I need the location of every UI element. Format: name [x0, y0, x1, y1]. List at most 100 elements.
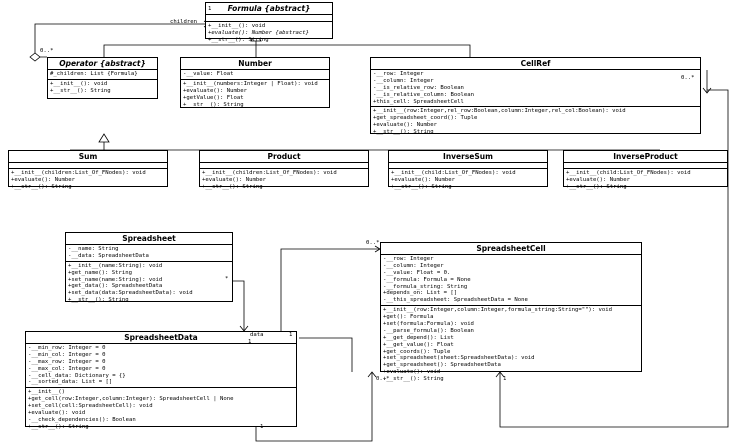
class-inverseproduct-attributes	[564, 163, 727, 169]
method: +__init__(child:List_Of_FNodes): void	[391, 170, 516, 176]
method: +__init__(children:List_Of_FNodes): void	[11, 170, 146, 176]
method: +evaluate(): Number	[566, 176, 630, 183]
children-association-line	[34, 23, 209, 58]
class-inversesum-methods: +__init__(child:List_Of_FNodes): void +e…	[389, 169, 547, 192]
attribute: -__sorted_data: List = []	[28, 379, 113, 386]
class-sum-attributes	[9, 163, 167, 169]
method: +evaluate(): Number	[202, 176, 266, 183]
method: +get_coords(): Tuple	[383, 348, 451, 355]
method: +__init__(numbers:Integer | Float): void	[183, 80, 318, 87]
attribute: +depends_on: List = []	[383, 290, 458, 297]
cell-multiplicity-one-b: 1	[503, 376, 507, 382]
class-cellref-attributes: -__row: Integer -__column: Integer -__is…	[371, 70, 700, 108]
attribute: -__this_spreadsheet: SpreadsheetData = N…	[383, 297, 528, 304]
attribute: -__max_row: Integer = 0	[28, 358, 106, 365]
method: +evaluate(): Number {abstract}	[208, 29, 310, 36]
method: +__init__()	[28, 389, 66, 396]
class-sum-title: Sum	[9, 151, 167, 163]
cell-bottom-arrowhead	[367, 371, 377, 378]
attribute: #_children: List {Formula}	[50, 71, 138, 77]
class-sum: Sum +__init__(children:List_Of_FNodes): …	[8, 150, 168, 190]
class-number-attributes: -__value: Float	[181, 70, 329, 80]
class-spreadsheetdata-title: SpreadsheetData	[26, 332, 296, 344]
cellref-arrowhead	[495, 371, 505, 378]
children-role-label: children	[170, 19, 197, 25]
method: +set_name(name:String): void	[68, 276, 163, 283]
method: +__get_value(): Float	[383, 341, 454, 348]
class-number-title: Number	[181, 58, 329, 70]
formula-multiplicity-many: 0..*	[40, 48, 54, 54]
method: +get_spreadsheet_coord(): Tuple	[373, 115, 478, 122]
attribute: -__cell_data: Dictionary = {}	[28, 372, 126, 379]
method: +__init__(name:String): void	[68, 262, 163, 269]
formula-generalization-line	[103, 44, 471, 57]
class-cellref-methods: +__init__(row:Integer,rel_row:Boolean,co…	[371, 107, 700, 137]
method: -__check_dependencies(): Boolean	[28, 416, 136, 423]
class-spreadsheetcell: SpreadsheetCell -__row: Integer -__colum…	[380, 242, 642, 382]
class-formula-title: Formula {abstract}	[206, 3, 332, 15]
method: +__str__(): String	[28, 423, 89, 430]
class-spreadsheetdata-methods: +__init__() +get_cell(row:Integer,column…	[26, 388, 296, 431]
method: +__str__(): String	[383, 376, 444, 383]
class-inversesum-title: InverseSum	[389, 151, 547, 163]
class-operator-methods: +__init__(): void +__str__(): String	[48, 80, 157, 96]
class-formula-attributes	[206, 15, 332, 22]
method: +get_cell(row:Integer,column:Integer): S…	[28, 396, 234, 403]
cellref-multiplicity-many: 0..*	[681, 75, 695, 81]
attribute: -__column: Integer	[383, 262, 444, 269]
method: +__str__(): String	[11, 183, 72, 190]
method: +set(formula:Formula): void	[383, 321, 474, 328]
class-inversesum: InverseSum +__init__(child:List_Of_FNode…	[388, 150, 548, 190]
method: +__init__(row:Integer,column:Integer,for…	[383, 307, 613, 314]
cell-top-multiplicity: 0..*	[366, 240, 380, 246]
method: +get(): Formula	[383, 314, 434, 321]
method: +__str__(): String	[391, 183, 452, 190]
class-number: Number -__value: Float +__init__(numbers…	[180, 57, 330, 108]
class-sum-methods: +__init__(children:List_Of_FNodes): void…	[9, 169, 167, 192]
class-cellref: CellRef -__row: Integer -__column: Integ…	[370, 57, 701, 137]
method: +__init__(row:Integer,rel_row:Boolean,co…	[373, 108, 626, 115]
method: +evaluate(): void	[383, 369, 441, 376]
attribute: -__row: Integer	[373, 71, 424, 77]
method: +__str__(): String	[373, 129, 434, 136]
class-number-methods: +__init__(numbers:Integer | Float): void…	[181, 80, 329, 110]
method: +__str__(): String	[566, 183, 627, 190]
attribute: -__min_col: Integer = 0	[28, 351, 106, 358]
method: +__init__(child:List_Of_FNodes): void	[566, 170, 691, 176]
attribute: -__formula_string: String	[383, 283, 468, 290]
class-spreadsheet: Spreadsheet -__name: String -__data: Spr…	[65, 232, 233, 305]
method: +__str__(): String	[208, 36, 269, 43]
method: +__str__(): String	[68, 297, 129, 304]
attribute: -__data: SpreadsheetData	[68, 252, 149, 259]
method: +get_spreadsheet(): SpreadsheetData	[383, 362, 501, 369]
class-spreadsheet-methods: +__init__(name:String): void +get_name()…	[66, 262, 232, 305]
method: +set_data(data:SpreadsheetData): void	[68, 290, 193, 297]
cell-self-line	[280, 248, 380, 332]
class-spreadsheetcell-title: SpreadsheetCell	[381, 243, 641, 255]
class-inverseproduct: InverseProduct +__init__(child:List_Of_F…	[563, 150, 728, 190]
method: +get_data(): SpreadsheetData	[68, 283, 163, 290]
method: +get_name(): String	[68, 269, 132, 276]
method: +evaluate(): Number	[183, 87, 247, 94]
method: +__get_depend(): List	[383, 334, 454, 341]
attribute: -__value: Float = 0.	[383, 269, 451, 276]
class-inverseproduct-methods: +__init__(child:List_Of_FNodes): void +e…	[564, 169, 727, 192]
data-multiplicity-one-b: 1	[289, 332, 293, 338]
method: +__str__(): String	[183, 101, 244, 108]
attribute: -__row: Integer	[383, 256, 434, 262]
data-cell-composition-line	[255, 372, 373, 442]
class-operator-attributes: #_children: List {Formula}	[48, 70, 157, 80]
attribute: -__column: Integer	[373, 77, 434, 84]
method: +__str__(): String	[50, 87, 111, 94]
method: +set_cell(cell:SpreadsheetCell): void	[28, 403, 153, 410]
class-spreadsheetcell-methods: +__init__(row:Integer,column:Integer,for…	[381, 306, 641, 384]
method: +evaluate(): void	[28, 410, 86, 417]
method: +__init__(): void	[50, 80, 108, 87]
method: +evaluate(): Number	[11, 176, 75, 183]
operator-inheritance-arrowhead	[98, 133, 110, 143]
class-spreadsheetdata-attributes: -__min_row: Integer = 0 -__min_col: Inte…	[26, 344, 296, 389]
formula-multiplicity-one: 1	[208, 6, 212, 12]
attribute: -__value: Float	[183, 71, 234, 77]
class-operator-title: Operator {abstract}	[48, 58, 157, 70]
class-operator: Operator {abstract} #_children: List {Fo…	[47, 57, 158, 99]
